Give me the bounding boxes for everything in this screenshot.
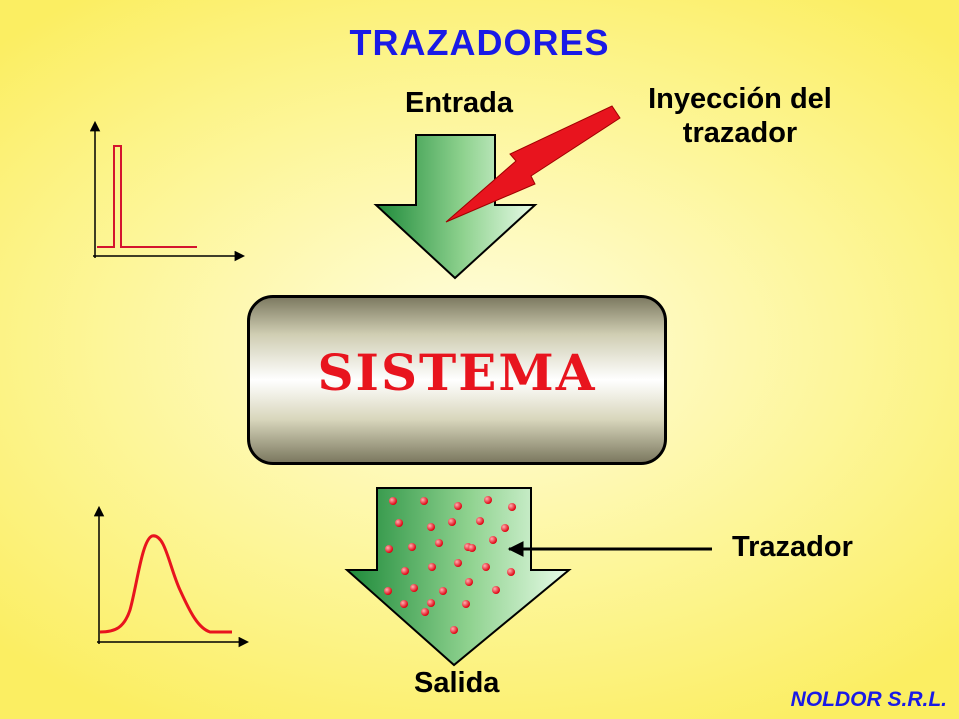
tracer-particles (384, 496, 522, 634)
input-arrow (373, 134, 538, 280)
input-signal-plot (89, 120, 246, 262)
page-title: TRAZADORES (349, 22, 610, 63)
salida-label: Salida (414, 667, 500, 699)
output-signal-plot (93, 505, 250, 648)
input-pulse-curve (97, 145, 197, 248)
inyeccion-label: Inyección del trazador (600, 82, 880, 150)
sistema-label: SISTEMA (317, 343, 597, 402)
output-arrow (344, 487, 572, 667)
inyeccion-label-line2: trazador (682, 117, 798, 149)
sistema-box (247, 295, 667, 465)
injection-arrow (445, 105, 621, 223)
brand-name: NOLDOR S.R.L. (790, 688, 947, 711)
entrada-label: Entrada (405, 87, 513, 119)
inyeccion-label-line1: Inyección del (648, 83, 832, 115)
trazador-label: Trazador (732, 531, 853, 563)
output-response-curve (99, 534, 232, 634)
